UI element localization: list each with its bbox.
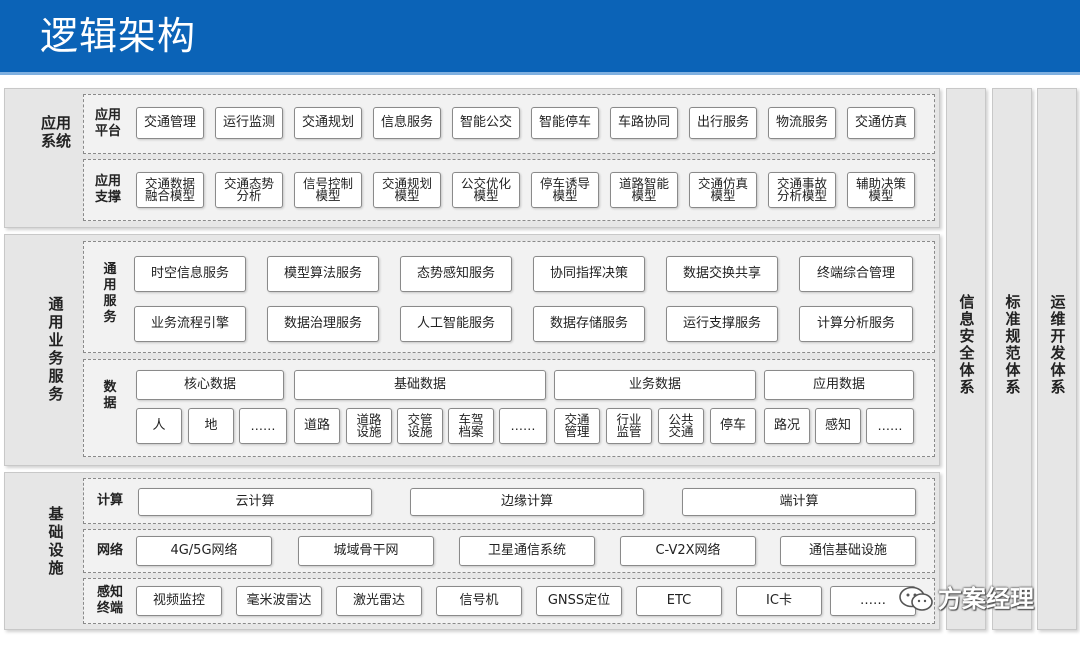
security-system-label: 信 息 安 全 体 系: [959, 293, 975, 396]
support-item: 公交优化 模型: [452, 172, 520, 208]
network-item: 4G/5G网络: [136, 536, 272, 566]
security-system-column: 信 息 安 全 体 系: [946, 88, 986, 630]
support-item: 交通规划 模型: [373, 172, 441, 208]
network-row: 网络 4G/5G网络 城域骨干网 卫星通信系统 C-V2X网络 通信基础设施: [83, 529, 935, 573]
network-item: 通信基础设施: [780, 536, 916, 566]
platform-item: 车路协同: [610, 107, 678, 139]
common-service-item: 业务流程引擎: [134, 306, 246, 342]
common-service-item: 数据存储服务: [533, 306, 645, 342]
platform-item: 交通规划: [294, 107, 362, 139]
sensing-item: ETC: [636, 586, 722, 616]
platform-item: 物流服务: [768, 107, 836, 139]
data-item: ……: [499, 408, 547, 444]
platform-item: 交通管理: [136, 107, 204, 139]
ops-system-label: 运 维 开 发 体 系: [1050, 293, 1066, 396]
platform-item: 出行服务: [689, 107, 757, 139]
data-item: 道路: [294, 408, 340, 444]
app-platform-row: 应用 平台 交通管理 运行监测 交通规划 信息服务 智能公交 智能停车 车路协同…: [83, 94, 935, 154]
support-item: 交通仿真 模型: [689, 172, 757, 208]
common-services-label: 通 用 服 务: [103, 262, 117, 325]
support-item: 信号控制 模型: [294, 172, 362, 208]
sensing-row: 感知 终端 视频监控 毫米波雷达 激光雷达 信号机 GNSS定位 ETC IC卡…: [83, 578, 935, 624]
common-service-item: 模型算法服务: [267, 256, 379, 292]
compute-row: 计算 云计算 边缘计算 端计算: [83, 478, 935, 524]
data-item: 道路 设施: [346, 408, 392, 444]
sensing-item: 毫米波雷达: [236, 586, 322, 616]
data-item: 感知: [815, 408, 861, 444]
app-system-label: 应用 系统: [41, 114, 72, 150]
data-item: ……: [866, 408, 914, 444]
data-item: 行业 监管: [606, 408, 652, 444]
business-services-label: 通 用 业 务 服 务: [48, 295, 64, 403]
data-category: 应用数据: [764, 370, 914, 400]
sensing-item: IC卡: [736, 586, 822, 616]
ops-system-column: 运 维 开 发 体 系: [1037, 88, 1077, 630]
compute-item: 云计算: [138, 488, 372, 516]
network-item: 卫星通信系统: [459, 536, 595, 566]
sensing-item: 信号机: [436, 586, 522, 616]
data-item: 公共 交通: [658, 408, 704, 444]
data-category: 业务数据: [554, 370, 756, 400]
watermark-text: 方案经理: [938, 585, 1034, 613]
sensing-label: 感知 终端: [96, 585, 123, 616]
common-services-row: 通 用 服 务 时空信息服务 模型算法服务 态势感知服务 协同指挥决策 数据交换…: [83, 241, 935, 353]
common-service-item: 终端综合管理: [799, 256, 913, 292]
support-item: 交通态势 分析: [215, 172, 283, 208]
app-system-section: 应用 系统 应用 平台 交通管理 运行监测 交通规划 信息服务 智能公交 智能停…: [4, 88, 940, 228]
data-row: 数 据 核心数据 基础数据 业务数据 应用数据 人 地 …… 道路 道路 设施 …: [83, 359, 935, 457]
standards-system-column: 标 准 规 范 体 系: [992, 88, 1032, 630]
sensing-item: 视频监控: [136, 586, 222, 616]
support-item: 交通事故 分析模型: [768, 172, 836, 208]
standards-system-label: 标 准 规 范 体 系: [1005, 293, 1021, 396]
data-item: 停车: [710, 408, 756, 444]
common-service-item: 数据交换共享: [666, 256, 778, 292]
data-item: 车驾 档案: [448, 408, 494, 444]
network-label: 网络: [96, 543, 123, 558]
data-item: 地: [188, 408, 234, 444]
app-platform-label: 应用 平台: [94, 108, 121, 139]
watermark: 方案经理: [898, 583, 1058, 615]
platform-item: 智能停车: [531, 107, 599, 139]
data-item: 路况: [764, 408, 810, 444]
title-bar: 逻辑架构: [0, 0, 1080, 72]
network-item: C-V2X网络: [620, 536, 756, 566]
data-item: ……: [239, 408, 287, 444]
support-item: 停车诱导 模型: [531, 172, 599, 208]
platform-item: 信息服务: [373, 107, 441, 139]
support-item: 交通数据 融合模型: [136, 172, 204, 208]
wechat-icon: [899, 586, 933, 611]
common-service-item: 数据治理服务: [267, 306, 379, 342]
data-item: 人: [136, 408, 182, 444]
common-service-item: 时空信息服务: [134, 256, 246, 292]
data-category: 基础数据: [294, 370, 546, 400]
sensing-item: GNSS定位: [536, 586, 622, 616]
support-item: 道路智能 模型: [610, 172, 678, 208]
page-title: 逻辑架构: [40, 14, 197, 58]
platform-item: 运行监测: [215, 107, 283, 139]
sensing-item: 激光雷达: [336, 586, 422, 616]
support-item: 辅助决策 模型: [847, 172, 915, 208]
data-item: 交管 设施: [397, 408, 443, 444]
platform-item: 智能公交: [452, 107, 520, 139]
compute-item: 边缘计算: [410, 488, 644, 516]
common-service-item: 人工智能服务: [400, 306, 512, 342]
data-category: 核心数据: [136, 370, 284, 400]
compute-item: 端计算: [682, 488, 916, 516]
infrastructure-section: 基 础 设 施 计算 云计算 边缘计算 端计算 网络 4G/5G网络 城域骨干网…: [4, 472, 940, 630]
data-item: 交通 管理: [554, 408, 600, 444]
network-item: 城域骨干网: [298, 536, 434, 566]
common-service-item: 运行支撑服务: [666, 306, 778, 342]
business-services-section: 通 用 业 务 服 务 通 用 服 务 时空信息服务 模型算法服务 态势感知服务…: [4, 234, 940, 466]
app-support-row: 应用 支撑 交通数据 融合模型 交通态势 分析 信号控制 模型 交通规划 模型 …: [83, 159, 935, 221]
title-rule: [0, 72, 1080, 75]
common-service-item: 协同指挥决策: [533, 256, 645, 292]
common-service-item: 态势感知服务: [400, 256, 512, 292]
compute-label: 计算: [96, 493, 123, 508]
platform-item: 交通仿真: [847, 107, 915, 139]
app-support-label: 应用 支撑: [94, 174, 121, 205]
common-service-item: 计算分析服务: [799, 306, 913, 342]
infrastructure-label: 基 础 设 施: [48, 505, 64, 577]
data-label: 数 据: [103, 380, 117, 411]
